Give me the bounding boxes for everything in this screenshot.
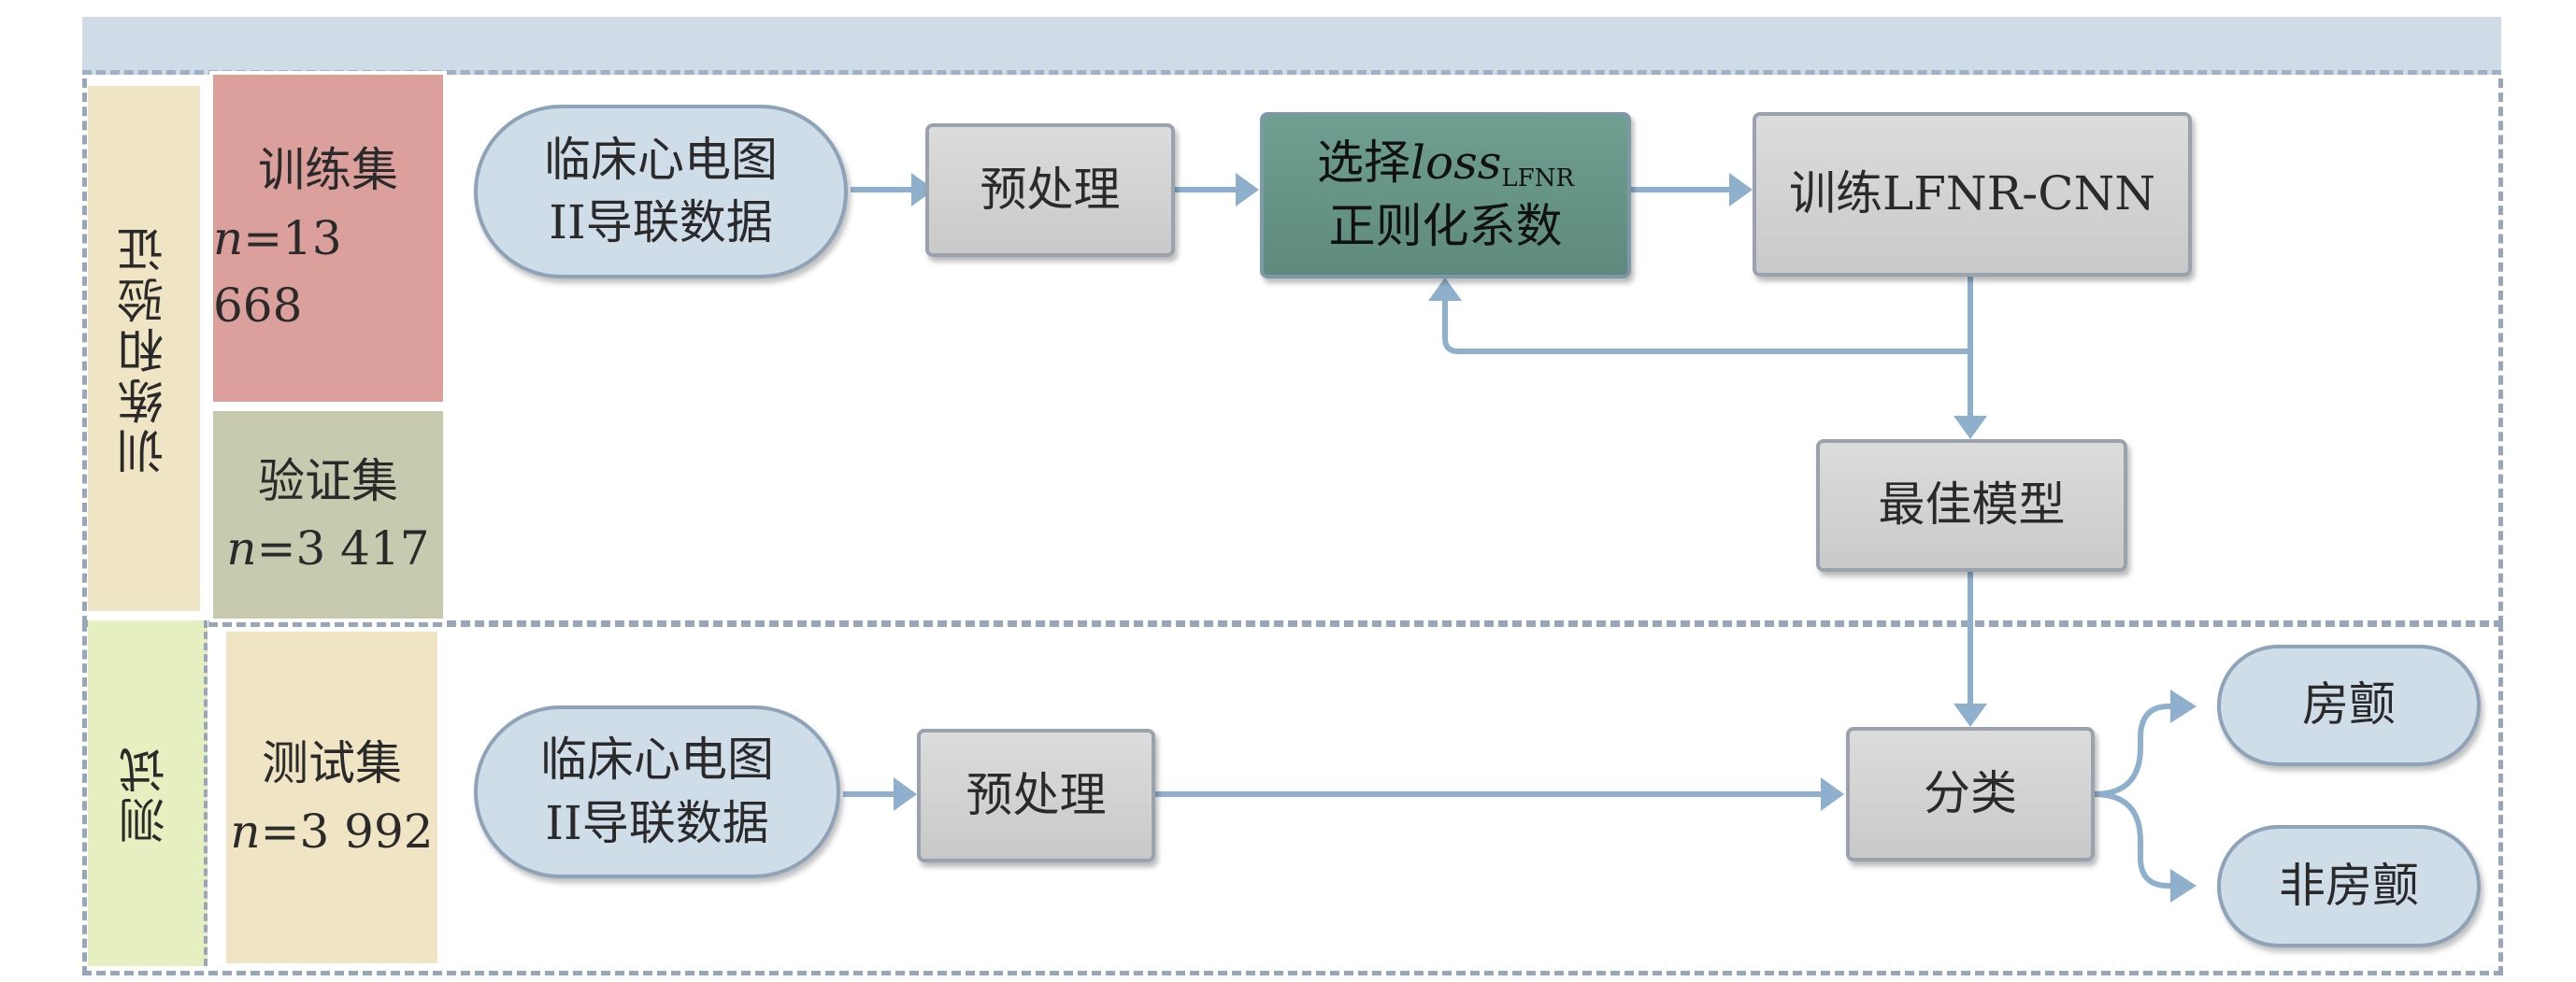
preprocess-box-bottom: 预处理: [917, 729, 1155, 862]
non-af-label: 非房颤: [2279, 858, 2419, 913]
train-set-name: 训练集: [258, 143, 398, 198]
classify-box: 分类: [1846, 727, 2095, 861]
select-line2: 正则化系数: [1328, 199, 1563, 254]
train-set-box: 训练集 n=13 668: [213, 75, 443, 402]
ecg-input-pill-top: 临床心电图 II导联数据: [474, 105, 848, 278]
non-af-output-pill: 非房颤: [2217, 825, 2481, 947]
input-bottom-line1: 临床心电图: [540, 733, 774, 787]
classify-label: 分类: [1924, 766, 2017, 821]
arrow-classify-to-non-af: [2093, 791, 2173, 889]
select-loss-subscript: LFNR: [1501, 164, 1575, 193]
best-model-box: 最佳模型: [1816, 439, 2127, 572]
select-loss-box: 选择lossLFNR 正则化系数: [1260, 112, 1631, 278]
train-model-label: 训练LFNR-CNN: [1789, 166, 2155, 221]
val-set-box: 验证集 n=3 417: [213, 411, 443, 619]
arrow-feedback-loop: [1442, 277, 1973, 354]
ecg-input-pill-bottom: 临床心电图 II导联数据: [474, 705, 840, 878]
train-model-box: 训练LFNR-CNN: [1753, 112, 2192, 277]
input-bottom-line2: II导联数据: [545, 795, 769, 850]
test-set-box: 测试集 n=3 992: [226, 632, 437, 963]
train-val-side-label: 训练和验证: [88, 86, 200, 611]
test-set-name: 测试集: [262, 736, 402, 790]
input-top-line2: II导联数据: [549, 195, 773, 249]
best-model-label: 最佳模型: [1878, 477, 2066, 533]
val-set-count: n=3 417: [226, 521, 430, 576]
top-banner: [82, 17, 2501, 75]
preprocess-bottom-label: 预处理: [966, 767, 1107, 822]
preprocess-top-label: 预处理: [980, 162, 1121, 217]
test-section-frame: [82, 622, 2503, 975]
input-top-line1: 临床心电图: [544, 132, 778, 187]
preprocess-box-top: 预处理: [925, 123, 1175, 257]
arrow-classify-to-af: [2093, 704, 2173, 797]
af-label: 房颤: [2302, 677, 2396, 733]
val-set-name: 验证集: [258, 453, 398, 508]
train-set-count: n=13 668: [213, 210, 342, 334]
select-loss-word: loss: [1410, 135, 1502, 191]
select-prefix: 选择: [1316, 135, 1410, 191]
test-side-label: 测试: [88, 620, 208, 966]
af-output-pill: 房颤: [2217, 645, 2481, 766]
test-set-count: n=3 992: [230, 804, 434, 859]
